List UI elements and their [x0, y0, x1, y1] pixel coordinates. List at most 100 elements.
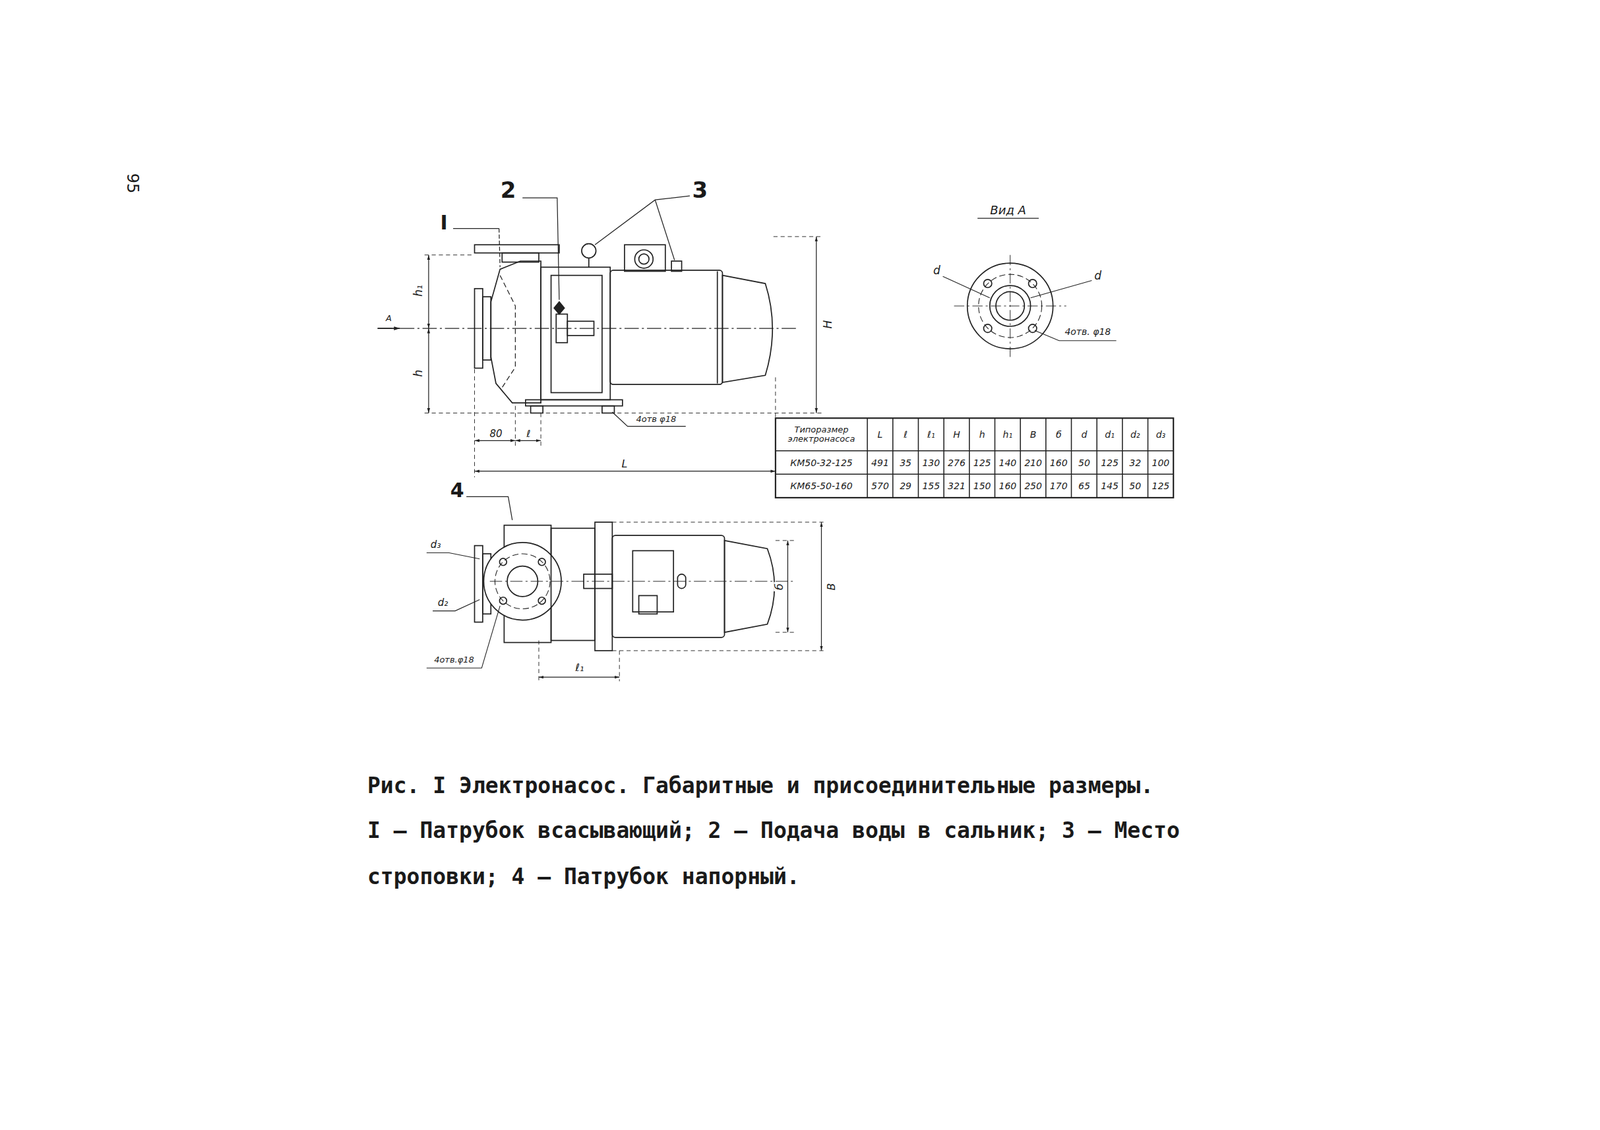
- table-rule: [1019, 418, 1021, 498]
- bolt-hole: [983, 324, 992, 333]
- callout-number: 3: [691, 178, 710, 204]
- table-rule: [994, 418, 996, 498]
- extension-line: [612, 522, 827, 524]
- table-header: ℓ: [892, 430, 919, 440]
- extension-line: [612, 650, 827, 651]
- table-cell: 250: [1020, 481, 1047, 492]
- table-rule: [1071, 418, 1073, 498]
- leader-line: [426, 552, 480, 559]
- dimension-label: d: [1092, 269, 1103, 282]
- hole-note: 4отв φ18: [634, 414, 678, 425]
- dimension-label: d: [931, 264, 942, 277]
- dimension-line: [428, 328, 429, 413]
- table-header: б: [1046, 430, 1072, 440]
- extension-line: [775, 632, 795, 634]
- dimension-label: L: [619, 458, 629, 471]
- table-rule: [1121, 418, 1124, 498]
- extension-line: [474, 369, 475, 478]
- extension-line: [619, 650, 620, 682]
- table-rule: [775, 474, 1174, 476]
- bolt-hole: [499, 597, 507, 605]
- motor-line: [716, 271, 719, 384]
- table-cell: 491: [867, 457, 893, 468]
- dimension-label: h: [412, 368, 425, 379]
- table-cell: 170: [1046, 481, 1072, 492]
- extension-line: [424, 254, 475, 256]
- bolt-hole: [538, 558, 546, 566]
- cable-gland: [639, 595, 658, 615]
- table-header: d₃: [1148, 430, 1174, 440]
- table-cell: 65: [1071, 481, 1098, 492]
- center-line: [490, 581, 797, 582]
- table-cell: 160: [995, 481, 1021, 492]
- shaft: [567, 321, 594, 336]
- table-cell: 140: [995, 457, 1021, 468]
- leader-line: [594, 195, 690, 245]
- motor-body: [610, 270, 723, 385]
- dimension-label: ℓ₁: [573, 662, 585, 675]
- coupling: [555, 313, 568, 343]
- bolt-hole: [1028, 279, 1037, 288]
- pump-casing: [490, 261, 541, 403]
- leader-line: [522, 197, 560, 301]
- lifting-eye: [581, 244, 597, 259]
- extension-line: [424, 412, 823, 414]
- callout-number: I: [438, 211, 449, 234]
- table-header: h: [969, 430, 996, 440]
- legend-note: I – Патрубок всасывающий; 2 – Подача вод…: [367, 807, 1220, 901]
- base-foot: [530, 406, 544, 414]
- table-rule: [1096, 418, 1098, 498]
- table-cell: 125: [1148, 481, 1174, 492]
- bearing-bracket: [551, 528, 596, 641]
- table-header: H: [943, 430, 970, 440]
- leader-line: [499, 228, 501, 268]
- eye-post: [588, 257, 590, 268]
- dimension-line: [474, 440, 516, 442]
- table-header: h₁: [995, 430, 1021, 440]
- title-underline: [977, 217, 1039, 219]
- gland-fitting: [553, 302, 564, 315]
- leader-line: [612, 412, 686, 427]
- table-cell: 570: [867, 481, 893, 492]
- center-line: [1009, 255, 1011, 358]
- bearing-bracket: [540, 267, 611, 400]
- dimension-line: [428, 255, 429, 329]
- table-cell: КМ65-50-160: [775, 481, 868, 492]
- table-header: L: [867, 430, 893, 440]
- table-header: ℓ₁: [918, 430, 944, 440]
- motor-flange: [594, 522, 613, 651]
- motor-fan-cover: [724, 540, 775, 633]
- bolt-hole: [538, 597, 546, 605]
- table-border: [775, 418, 1174, 498]
- cable-gland: [634, 249, 653, 269]
- table-cell: 321: [943, 481, 970, 492]
- table-cell: 50: [1071, 457, 1098, 468]
- table-rule: [775, 450, 1174, 452]
- view-arrow: [377, 327, 401, 330]
- dimension-label: ℓ: [524, 428, 532, 440]
- table-cell: 210: [1020, 457, 1047, 468]
- suction-flange: [474, 546, 483, 623]
- dimension-line: [474, 470, 776, 472]
- leader-line: [426, 606, 500, 669]
- dimension-line: [821, 522, 822, 651]
- dimension-line: [515, 440, 541, 442]
- discharge-flange: [474, 244, 560, 253]
- table-cell: 50: [1122, 481, 1149, 492]
- table-cell: 150: [969, 481, 996, 492]
- dimension-label: d₂: [436, 597, 450, 609]
- table-header: d₂: [1122, 430, 1149, 440]
- table-header: Типоразмер электронасоса: [775, 425, 868, 444]
- bolt-hole: [1028, 324, 1037, 333]
- extension-line: [540, 413, 542, 448]
- dimension-line: [815, 236, 817, 414]
- dimension-label: В: [825, 581, 838, 592]
- page-number: 95: [123, 172, 142, 196]
- extension-line: [538, 640, 539, 682]
- hole-note: 4отв.φ18: [432, 655, 476, 665]
- table-cell: КМ50-32-125: [775, 457, 868, 468]
- dimension-label: 80: [488, 428, 504, 440]
- base-plate: [525, 399, 623, 406]
- table-rule: [1147, 418, 1149, 498]
- table-cell: 125: [1096, 457, 1123, 468]
